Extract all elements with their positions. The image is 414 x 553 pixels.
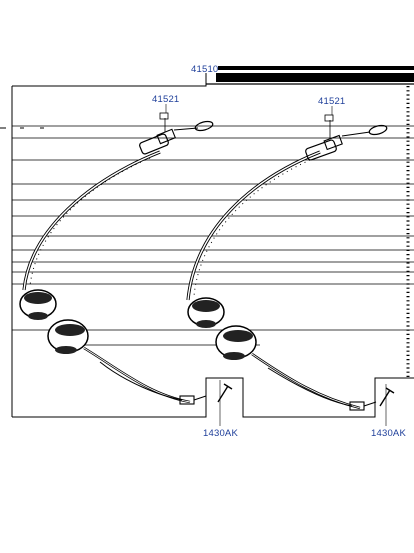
cable-right-part-number[interactable]: 41521: [318, 96, 345, 107]
right-bolt: [379, 384, 395, 426]
assembly-header: 41510: [191, 64, 414, 85]
bolt-right-part-number[interactable]: 1430AK: [371, 428, 406, 439]
left-cable-end: [179, 395, 207, 405]
left-grommet-upper: [19, 289, 57, 320]
left-bolt: [217, 380, 233, 426]
leader-lines: [12, 125, 414, 346]
right-grommet-lower: [215, 325, 257, 360]
left-cable-adjuster: [139, 112, 214, 155]
assembly-part-number[interactable]: 41510: [191, 64, 218, 75]
cable-left-part-number[interactable]: 41521: [152, 94, 179, 105]
bolt-left-part-number[interactable]: 1430AK: [203, 428, 238, 439]
right-grommet-upper: [187, 297, 225, 328]
right-cable-end: [349, 401, 377, 411]
right-cable-adjuster: [305, 114, 388, 161]
left-cable-assembly: [19, 112, 214, 405]
right-cable-assembly: [186, 114, 388, 411]
header-bar: [216, 73, 414, 82]
left-grommet-lower: [47, 319, 89, 354]
diagram-frame: [11, 73, 414, 418]
